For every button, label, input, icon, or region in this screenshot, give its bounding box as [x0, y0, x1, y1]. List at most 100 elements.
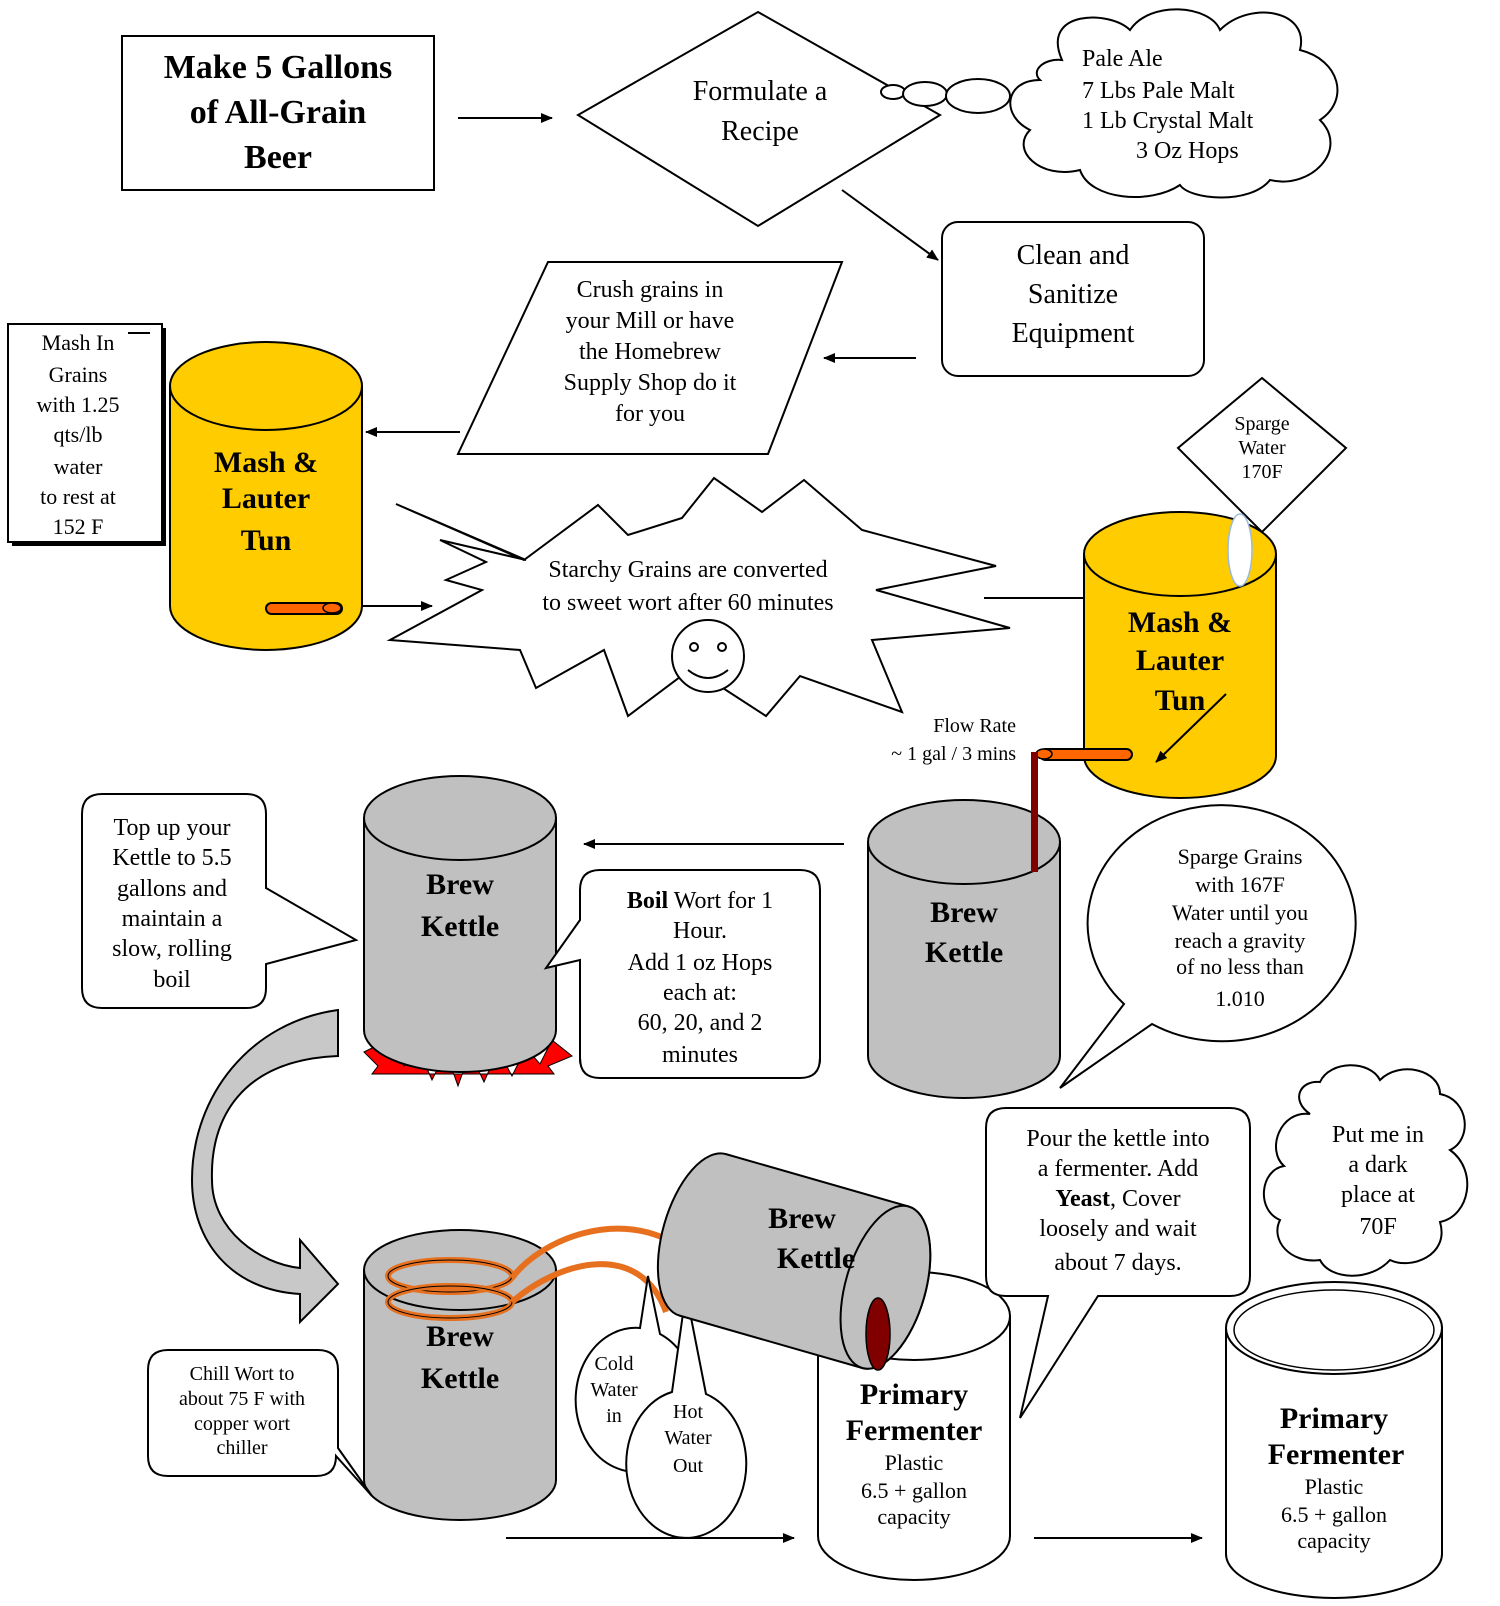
top-up-line-6: boil [153, 967, 191, 993]
dark-cloud-line-3: place at [1341, 1182, 1415, 1208]
mash-in-line-5: water [54, 454, 104, 479]
fermenter2-detail-1: Plastic [1305, 1474, 1364, 1499]
cold-water-line-1: Cold [595, 1353, 634, 1375]
mash-in-line-6: to rest at [40, 484, 116, 509]
sparge-bubble-line-3: Water until you [1172, 900, 1308, 925]
title-line-3: Beer [244, 139, 312, 176]
fermenter2-detail-3: capacity [1297, 1528, 1370, 1553]
tun2-line-1: Mash & [1128, 606, 1232, 639]
kettle-boil-line-2: Kettle [421, 910, 499, 943]
top-up-line-3: gallons and [117, 876, 227, 902]
kettle-boil-line-1: Brew [426, 868, 494, 901]
crush-line-5: for you [615, 401, 685, 427]
brew-kettle-chill: Brew Kettle [363, 1225, 685, 1521]
boil-line-1-rest: Wort for 1 [668, 888, 773, 914]
clean-line-2: Sanitize [1028, 279, 1118, 310]
pour-line-1: Pour the kettle into [1026, 1126, 1209, 1152]
recipe-diamond: Formulate a Recipe [576, 10, 942, 228]
top-up-speech-bubble: Top up your Kettle to 5.5 gallons and ma… [81, 793, 359, 1009]
crush-line-4: Supply Shop do it [564, 370, 737, 396]
chill-line-4: chiller [216, 1437, 267, 1459]
mash-lauter-tun-2: Mash & Lauter Tun [1035, 511, 1277, 799]
recipe-cloud-line-1: Pale Ale [1082, 46, 1163, 72]
hot-water-bubble: Hot Water Out [625, 1291, 748, 1539]
smiley-face-icon [671, 619, 745, 693]
title-line-1: Make 5 Gallons [164, 49, 393, 86]
recipe-cloud-line-4: 3 Oz Hops [1136, 138, 1239, 164]
tun2-line-3: Tun [1155, 684, 1206, 717]
crush-line-2: your Mill or have [566, 308, 735, 334]
sparge-bubble-line-2: with 167F [1195, 872, 1285, 897]
flow-rate-line-1: Flow Rate [933, 715, 1016, 737]
tun2-valve [1039, 748, 1133, 761]
fermenter2-title-2: Fermenter [1268, 1438, 1405, 1471]
chill-speech-bubble: Chill Wort to about 75 F with copper wor… [147, 1349, 373, 1497]
recipe-line-2: Recipe [721, 116, 799, 147]
recipe-cloud-line-3: 1 Lb Crystal Malt [1082, 108, 1254, 134]
boil-bubble-clip [578, 1064, 824, 1088]
flow-rate-line-2: ~ 1 gal / 3 mins [891, 743, 1016, 765]
hot-water-line-2: Water [664, 1427, 712, 1449]
crush-grains-parallelogram: Crush grains in your Mill or have the Ho… [456, 261, 844, 455]
clean-line-1: Clean and [1017, 240, 1130, 271]
kettle-chill-line-1: Brew [426, 1320, 494, 1353]
burst-line-1: Starchy Grains are converted [548, 557, 827, 583]
brew-kettle-pour [656, 1152, 932, 1370]
boil-line-4: each at: [663, 980, 737, 1006]
cold-water-line-2: Water [590, 1379, 638, 1401]
fermenter1-detail-1: Plastic [885, 1450, 944, 1475]
mash-in-line-3: with 1.25 [36, 392, 119, 417]
sparge-water-diamond: Sparge Water 170F [1176, 376, 1348, 534]
sparge-water-line-3: 170F [1241, 461, 1282, 483]
dark-cloud-line-2: a dark [1348, 1152, 1407, 1178]
clean-line-3: Equipment [1012, 318, 1135, 349]
kettle-pour-line-2: Kettle [777, 1242, 855, 1275]
pour-speech-bubble: Pour the kettle into a fermenter. Add Ye… [985, 1107, 1251, 1419]
top-up-line-4: maintain a [122, 906, 223, 932]
kettle-pour-line-1: Brew [768, 1202, 836, 1235]
pour-bold-word: Yeast [1055, 1186, 1110, 1212]
pour-line-2: a fermenter. Add [1038, 1156, 1199, 1182]
sparge-speech-bubble: Sparge Grains with 167F Water until you … [1059, 804, 1357, 1089]
sparge-bubble-line-1: Sparge Grains [1178, 844, 1303, 869]
title-line-2: of All-Grain [190, 94, 367, 131]
recipe-line-1: Formulate a [693, 76, 828, 107]
hot-water-line-3: Out [673, 1455, 703, 1477]
sparge-water-stream [1227, 513, 1253, 587]
cold-water-line-3: in [606, 1405, 622, 1427]
pour-line-5: about 7 days. [1054, 1250, 1181, 1276]
crush-line-1: Crush grains in [577, 277, 724, 303]
boil-line-6: minutes [662, 1042, 738, 1068]
chill-line-3: copper wort [194, 1413, 291, 1435]
boil-line-2: Hour. [673, 918, 727, 944]
brew-kettle-boil: Brew Kettle [363, 775, 557, 1073]
fermenter1-title-1: Primary [860, 1378, 968, 1411]
boil-line-5: 60, 20, and 2 [638, 1010, 763, 1036]
pour-line-3-rest: , Cover [1110, 1186, 1181, 1212]
dark-cloud-line-1: Put me in [1332, 1122, 1424, 1148]
dark-cloud-line-4: 70F [1359, 1214, 1396, 1240]
arrow-recipe-to-clean [841, 189, 939, 261]
kettle-chill-line-2: Kettle [421, 1362, 499, 1395]
boil-line-3: Add 1 oz Hops [628, 950, 773, 976]
sparge-bubble-line-5: of no less than [1176, 954, 1304, 979]
chill-line-2: about 75 F with [179, 1388, 305, 1410]
tun1-line-2: Lauter [222, 482, 310, 515]
kettle-collect-line-2: Kettle [925, 936, 1003, 969]
primary-fermenter-2: Primary Fermenter Plastic 6.5 + gallon c… [1225, 1281, 1443, 1599]
boil-bold-word: Boil [627, 888, 669, 914]
sparge-water-line-1: Sparge [1234, 413, 1289, 435]
pour-line-4: loosely and wait [1039, 1216, 1197, 1242]
fermenter1-detail-3: capacity [877, 1504, 950, 1529]
arrow-tun2-diagonal [1155, 693, 1227, 763]
fermenter1-title-2: Fermenter [846, 1414, 983, 1447]
title-box: Make 5 Gallons of All-Grain Beer [121, 35, 435, 191]
fermenter1-detail-2: 6.5 + gallon [861, 1478, 967, 1503]
crush-line-3: the Homebrew [579, 339, 722, 365]
kettle-collect-line-1: Brew [930, 896, 998, 929]
mash-in-line-1: Mash In [42, 330, 115, 355]
pour-line-3: Yeast, Cover [1055, 1186, 1180, 1212]
recipe-cloud-line-2: 7 Lbs Pale Malt [1082, 78, 1235, 104]
top-up-line-2: Kettle to 5.5 [112, 845, 231, 871]
thought-dots [880, 78, 1011, 114]
